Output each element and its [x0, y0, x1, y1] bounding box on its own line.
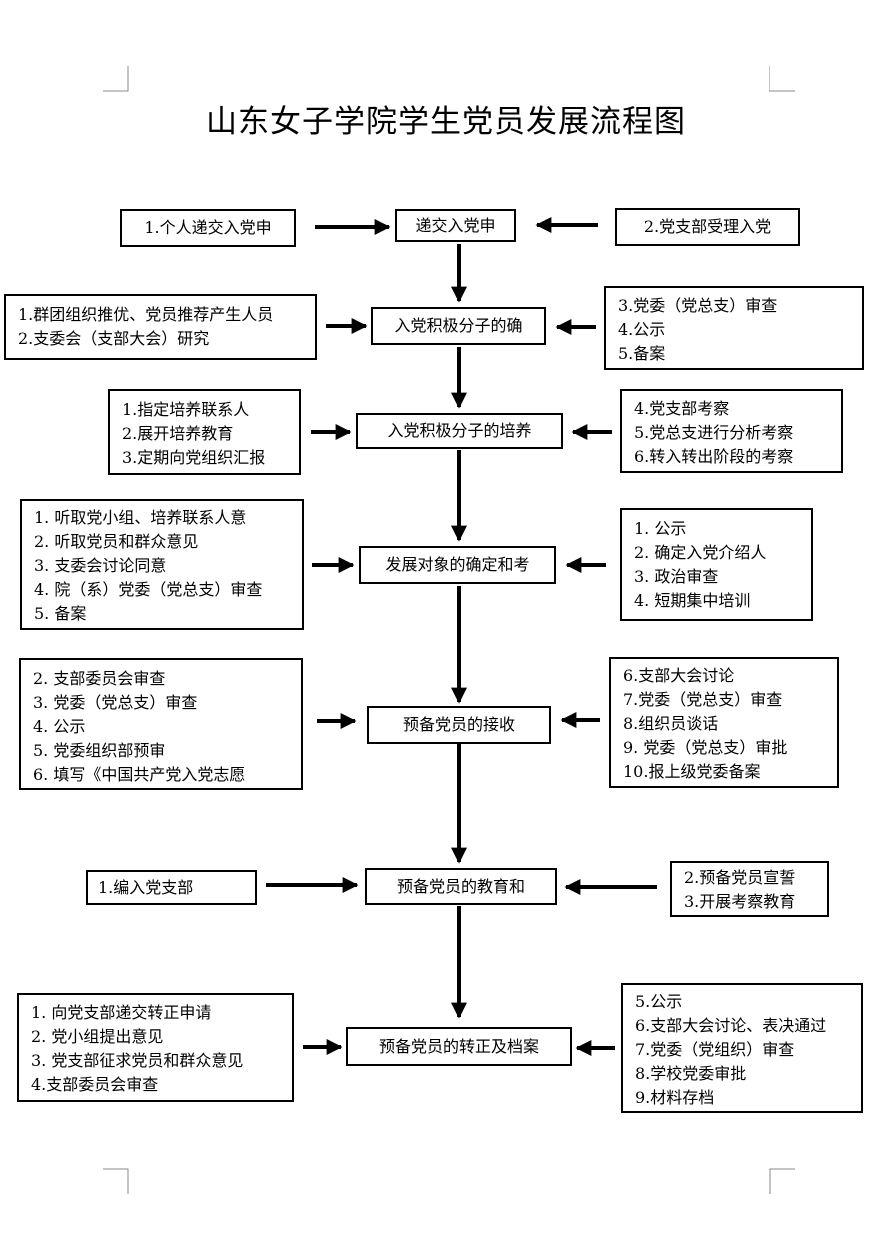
- step-4-left-line-2: 2. 听取党员和群众意见: [34, 532, 199, 551]
- step-5-right-line-5: 10.报上级党委备案: [623, 762, 761, 781]
- step-6-label: 预备党员的教育和: [396, 876, 525, 896]
- step-2-right-line-1: 3.党委（党总支）审查: [618, 296, 778, 315]
- step-3-left-line-2: 2.展开培养教育: [122, 424, 234, 443]
- step-6-left-line-1: 1.编入党支部: [98, 877, 194, 897]
- corner-mark-bottom-left: [103, 1168, 129, 1194]
- step-5-right-line-2: 7.党委（党总支）审查: [623, 690, 783, 709]
- step-5-right-line-4: 9. 党委（党总支）审批: [623, 738, 788, 757]
- step-5-left-box: 2. 支部委员会审查 3. 党委（党总支）审查 4. 公示 5. 党委组织部预审…: [19, 658, 303, 790]
- step-5-label: 预备党员的接收: [402, 715, 515, 734]
- step-1-right-line-1: 2.党支部受理入党: [643, 217, 772, 236]
- step-7-left-line-2: 2. 党小组提出意见: [31, 1027, 164, 1046]
- step-4-left-line-1: 1. 听取党小组、培养联系人意: [34, 508, 247, 527]
- step-2-label: 入党积极分子的确: [394, 316, 523, 335]
- step-3-right-line-1: 4.党支部考察: [634, 399, 730, 418]
- step-4-left-box: 1. 听取党小组、培养联系人意 2. 听取党员和群众意见 3. 支委会讨论同意 …: [20, 499, 304, 630]
- step-7-label: 预备党员的转正及档案: [378, 1036, 539, 1056]
- step-1-box: 递交入党申: [395, 209, 516, 242]
- step-7-left-line-4: 4.支部委员会审查: [31, 1075, 159, 1094]
- corner-mark-top-right: [769, 66, 795, 92]
- step-5-left-line-5: 6. 填写《中国共产党入党志愿: [33, 765, 246, 784]
- step-3-box: 入党积极分子的培养: [356, 413, 563, 449]
- step-7-left-line-3: 3. 党支部征求党员和群众意见: [31, 1051, 244, 1070]
- step-7-box: 预备党员的转正及档案: [346, 1027, 572, 1066]
- step-5-right-line-3: 8.组织员谈话: [623, 714, 719, 733]
- step-2-box: 入党积极分子的确: [371, 307, 546, 345]
- step-5-left-line-4: 5. 党委组织部预审: [33, 741, 166, 760]
- step-7-left-box: 1. 向党支部递交转正申请 2. 党小组提出意见 3. 党支部征求党员和群众意见…: [17, 993, 294, 1102]
- step-1-left-line-1: 1.个人递交入党申: [144, 218, 272, 237]
- step-2-left-line-1: 1.群团组织推优、党员推荐产生人员: [18, 305, 274, 324]
- step-3-right-line-3: 6.转入转出阶段的考察: [634, 447, 794, 466]
- step-4-left-line-5: 5. 备案: [34, 604, 87, 623]
- step-4-label: 发展对象的确定和考: [385, 555, 530, 574]
- step-1-label: 递交入党申: [415, 215, 496, 235]
- step-7-right-box: 5.公示 6.支部大会讨论、表决通过 7.党委（党组织）审查 8.学校党委审批 …: [621, 983, 863, 1113]
- step-3-right-box: 4.党支部考察 5.党总支进行分析考察 6.转入转出阶段的考察: [620, 389, 843, 473]
- step-1-left-box: 1.个人递交入党申: [120, 209, 296, 247]
- step-3-left-line-3: 3.定期向党组织汇报: [122, 448, 266, 467]
- step-7-right-line-5: 9.材料存档: [635, 1088, 715, 1107]
- step-5-right-line-1: 6.支部大会讨论: [623, 666, 735, 685]
- step-4-box: 发展对象的确定和考: [359, 546, 556, 584]
- step-6-box: 预备党员的教育和: [365, 868, 557, 905]
- step-5-box: 预备党员的接收: [367, 706, 551, 744]
- step-7-right-line-1: 5.公示: [635, 992, 683, 1011]
- step-5-left-line-1: 2. 支部委员会审查: [33, 669, 166, 688]
- step-7-right-line-2: 6.支部大会讨论、表决通过: [635, 1016, 827, 1035]
- step-2-left-line-2: 2.支委会（支部大会）研究: [18, 329, 210, 348]
- corner-mark-bottom-right: [769, 1168, 795, 1194]
- step-7-right-line-4: 8.学校党委审批: [635, 1064, 747, 1083]
- page-title: 山东女子学院学生党员发展流程图: [206, 104, 686, 140]
- step-7-left-line-1: 1. 向党支部递交转正申请: [31, 1003, 212, 1022]
- step-1-right-box: 2.党支部受理入党: [615, 208, 800, 246]
- step-4-right-line-3: 3. 政治审查: [634, 567, 719, 586]
- step-3-right-line-2: 5.党总支进行分析考察: [634, 423, 794, 442]
- step-4-right-line-1: 1. 公示: [634, 519, 687, 538]
- step-6-right-line-2: 3.开展考察教育: [684, 892, 796, 911]
- step-4-right-line-4: 4. 短期集中培训: [634, 591, 751, 610]
- step-2-left-box: 1.群团组织推优、党员推荐产生人员 2.支委会（支部大会）研究: [4, 294, 317, 360]
- step-5-left-line-2: 3. 党委（党总支）审查: [33, 693, 198, 712]
- step-2-right-box: 3.党委（党总支）审查 4.公示 5.备案: [604, 286, 864, 370]
- step-3-label: 入党积极分子的培养: [387, 421, 532, 440]
- corner-mark-top-left: [103, 66, 129, 92]
- step-4-left-line-3: 3. 支委会讨论同意: [34, 556, 167, 575]
- step-5-left-line-3: 4. 公示: [33, 717, 86, 736]
- step-2-right-line-3: 5.备案: [618, 344, 666, 363]
- step-7-right-line-3: 7.党委（党组织）审查: [635, 1040, 795, 1059]
- step-6-right-box: 2.预备党员宣誓 3.开展考察教育: [670, 861, 829, 917]
- step-5-right-box: 6.支部大会讨论 7.党委（党总支）审查 8.组织员谈话 9. 党委（党总支）审…: [609, 657, 839, 788]
- step-3-left-box: 1.指定培养联系人 2.展开培养教育 3.定期向党组织汇报: [108, 389, 301, 475]
- step-2-right-line-2: 4.公示: [618, 320, 666, 339]
- step-3-left-line-1: 1.指定培养联系人: [122, 400, 250, 419]
- step-6-right-line-1: 2.预备党员宣誓: [684, 868, 796, 887]
- step-4-right-line-2: 2. 确定入党介绍人: [634, 543, 767, 562]
- step-4-right-box: 1. 公示 2. 确定入党介绍人 3. 政治审查 4. 短期集中培训: [620, 508, 813, 621]
- step-6-left-box: 1.编入党支部: [86, 870, 257, 905]
- step-4-left-line-4: 4. 院（系）党委（党总支）审查: [34, 580, 263, 599]
